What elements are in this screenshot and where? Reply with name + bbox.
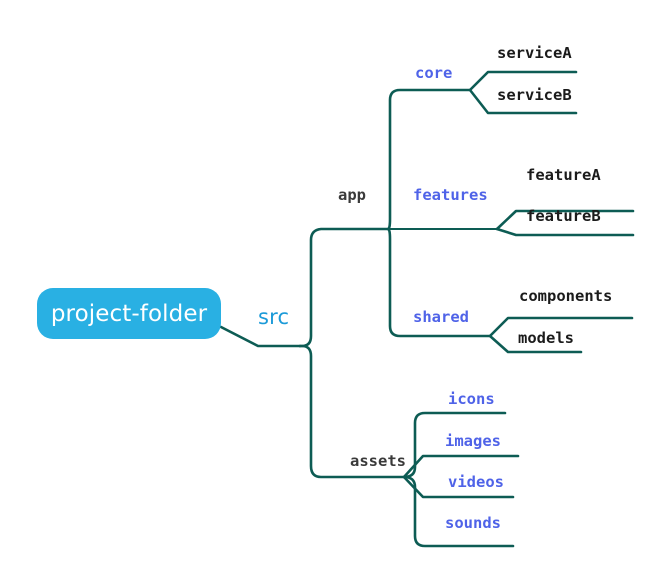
edge-shared-to-components — [488, 316, 634, 338]
node-featureA[interactable]: featureA — [526, 166, 601, 184]
node-components[interactable]: components — [519, 287, 613, 305]
edge-features-to-featureB — [495, 227, 635, 237]
node-featureB[interactable]: featureB — [526, 207, 601, 225]
edge-assets-to-icons — [402, 411, 507, 479]
node-assets[interactable]: assets — [350, 452, 406, 470]
edge-core-to-serviceA — [468, 70, 578, 92]
node-sounds[interactable]: sounds — [445, 514, 501, 532]
node-shared[interactable]: shared — [413, 308, 469, 326]
node-videos[interactable]: videos — [448, 473, 504, 491]
node-serviceA[interactable]: serviceA — [497, 44, 572, 62]
edge-app-to-shared — [386, 227, 492, 338]
node-images[interactable]: images — [445, 432, 501, 450]
edge-root-to-src — [219, 325, 302, 348]
edge-features-to-featureA — [495, 209, 635, 231]
edge-shared-to-models — [488, 334, 583, 354]
node-src[interactable]: src — [258, 305, 290, 329]
edge-src-trunk-down — [298, 344, 406, 479]
edge-assets-to-sounds — [402, 475, 515, 548]
node-core[interactable]: core — [415, 64, 453, 82]
root-node[interactable]: project-folder — [37, 288, 221, 339]
edge-assets-to-videos — [402, 475, 515, 499]
node-models[interactable]: models — [518, 329, 574, 347]
edge-app-to-core — [386, 88, 472, 231]
node-serviceB[interactable]: serviceB — [497, 86, 572, 104]
root-node-label: project-folder — [50, 300, 208, 327]
node-features[interactable]: features — [413, 186, 488, 204]
edge-src-trunk-up — [298, 227, 390, 348]
edge-assets-to-images — [402, 454, 520, 479]
edge-core-to-serviceB — [468, 88, 578, 115]
node-icons[interactable]: icons — [448, 390, 495, 408]
node-app[interactable]: app — [338, 186, 366, 204]
